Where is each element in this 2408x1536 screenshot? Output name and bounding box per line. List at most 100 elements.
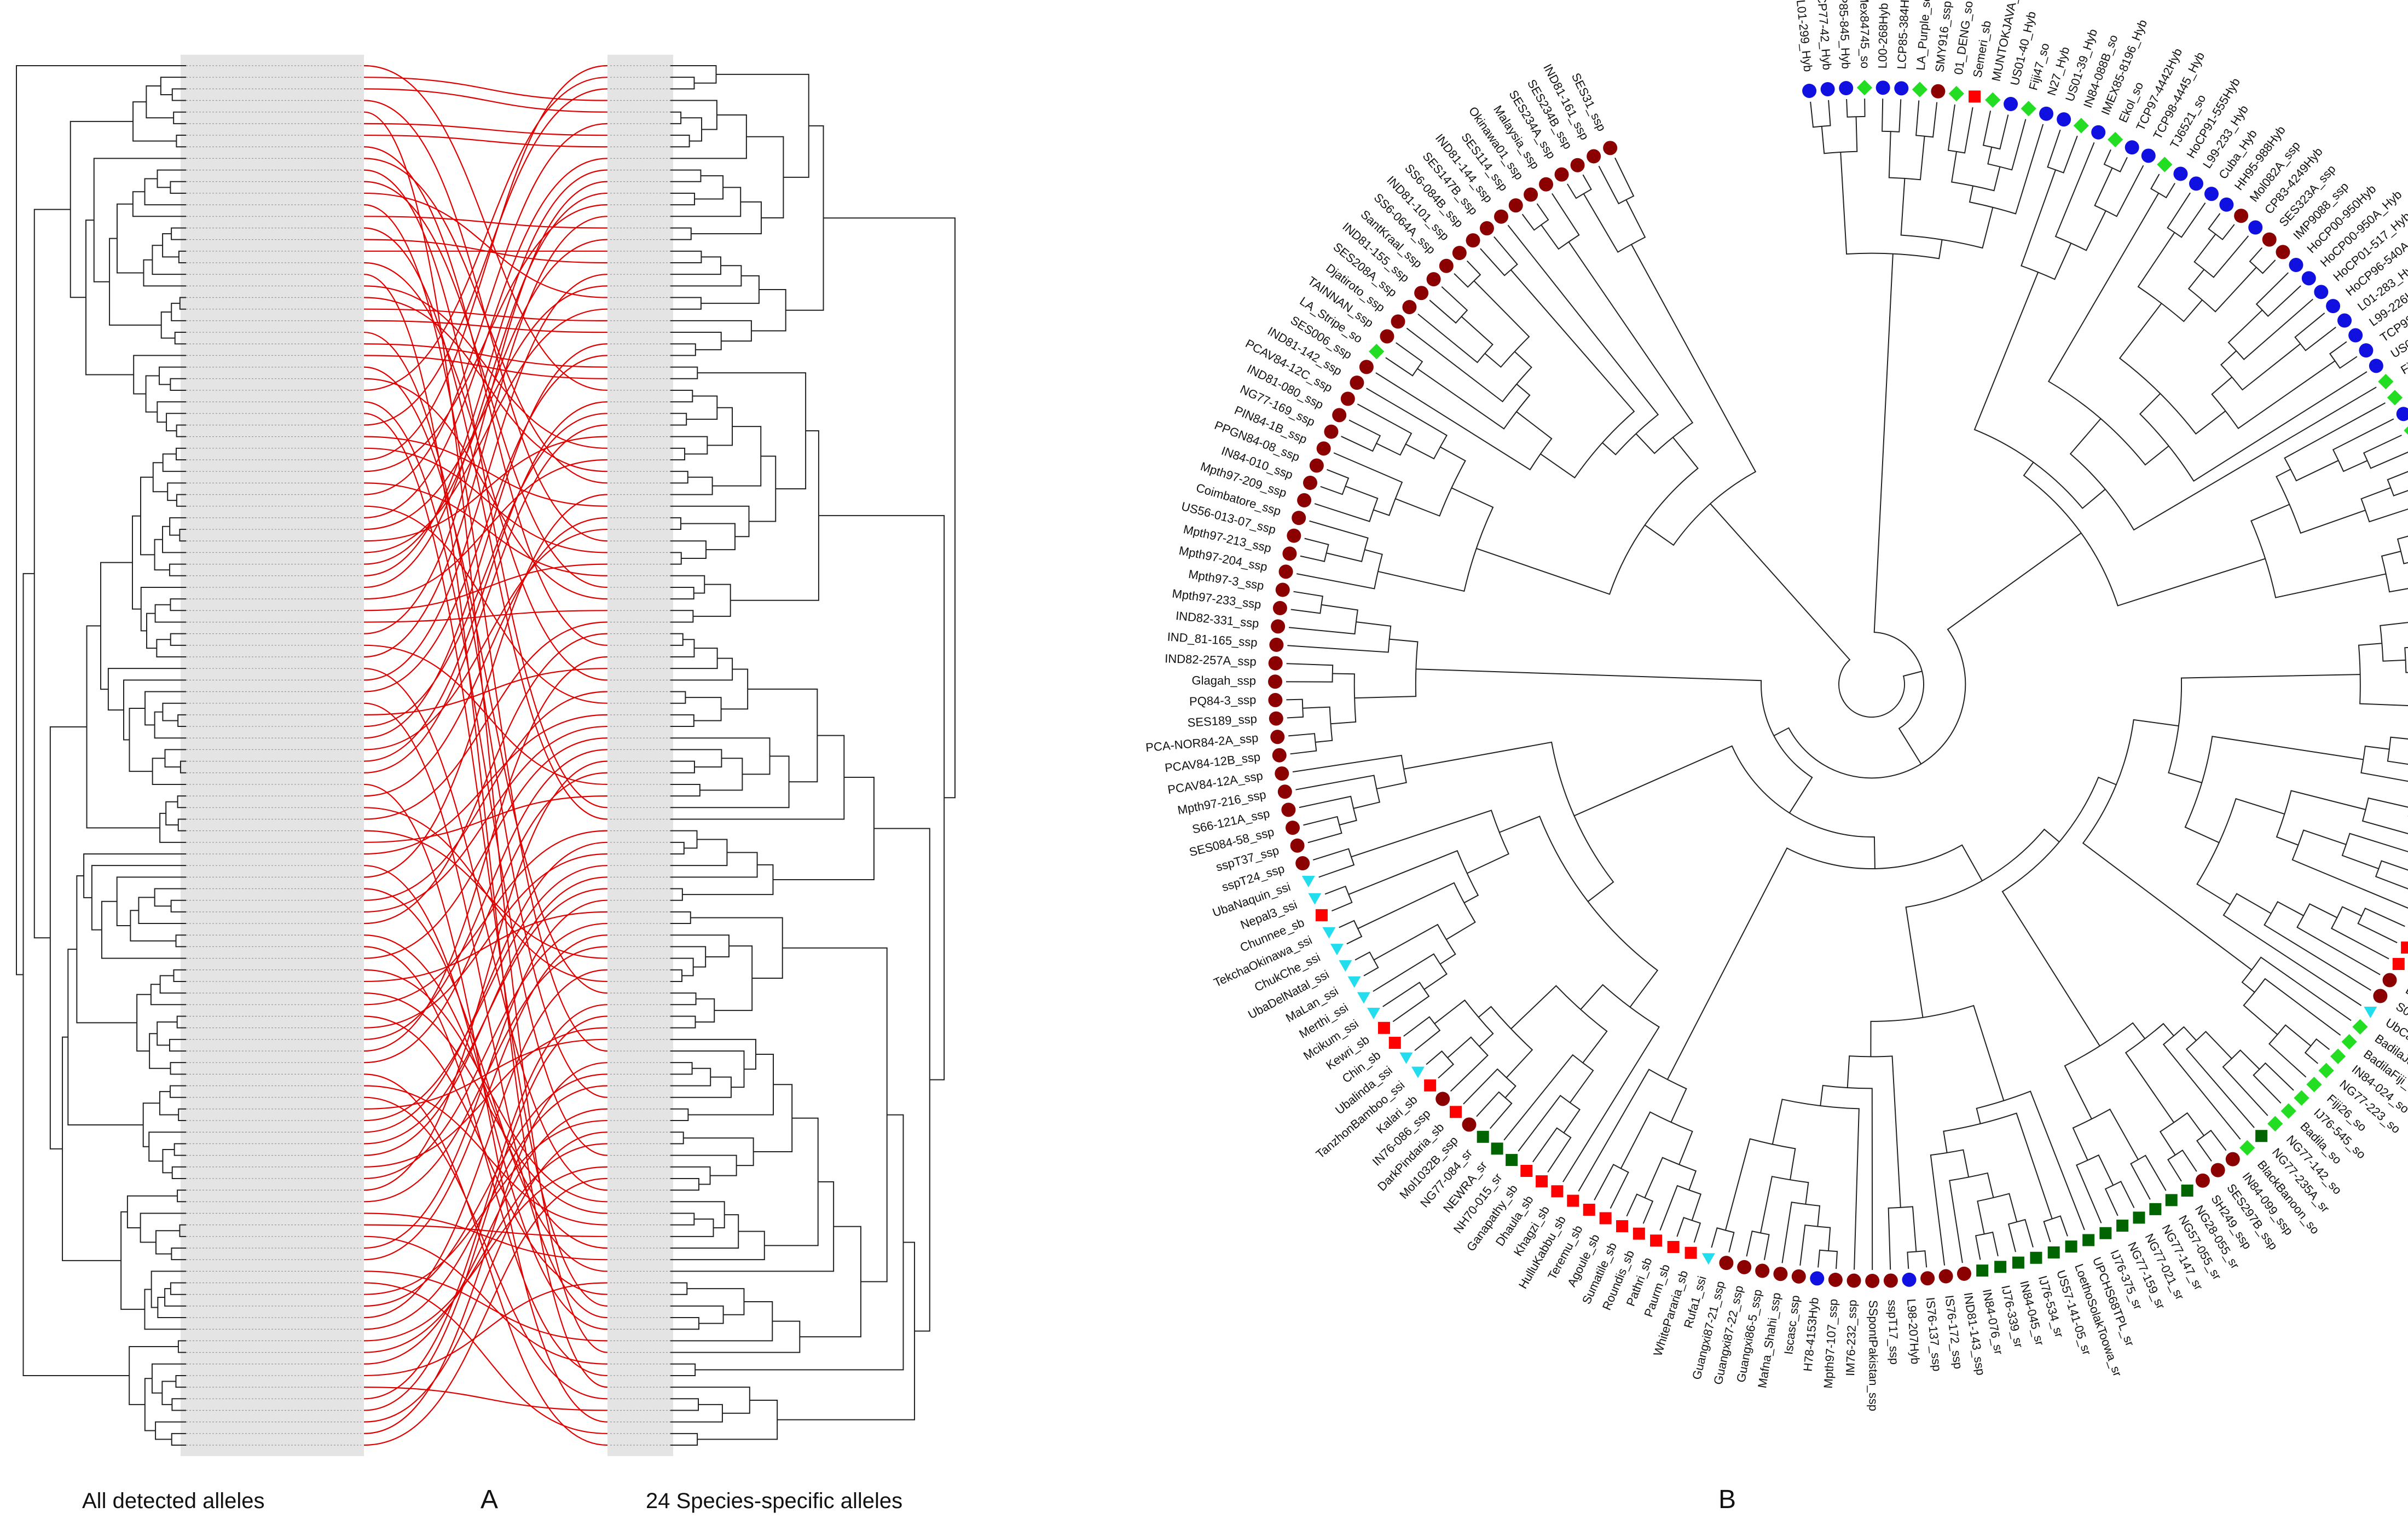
tree-branch (2358, 643, 2408, 707)
leaf-marker (1411, 1066, 1425, 1078)
tree-branch (155, 1230, 180, 1255)
tree-branch (1417, 313, 1494, 363)
tree-branch (670, 783, 701, 797)
tangle-line (363, 841, 608, 1133)
tree-branch (1480, 236, 1518, 276)
tree-branch (1598, 157, 1635, 205)
tree-branch (721, 668, 749, 710)
tree-branch (157, 1021, 177, 1046)
tree-branch (180, 760, 186, 773)
tree-branch (2076, 1154, 2114, 1223)
tree-branch (670, 1433, 698, 1446)
tangle-line (363, 1224, 608, 1237)
tree-branch (670, 1067, 711, 1087)
leaf-marker (2133, 1211, 2145, 1224)
tree-branch (670, 320, 752, 342)
tangle-line (363, 992, 608, 1214)
tree-branch (2125, 1023, 2175, 1123)
tree-branch (670, 265, 742, 287)
tangle-line (363, 146, 608, 646)
tree-branch (171, 1166, 186, 1179)
tangle-line (363, 239, 608, 565)
leaf-marker (2239, 1140, 2255, 1156)
leaf-marker (2262, 232, 2277, 247)
tree-branch (2294, 313, 2336, 351)
tree-branch (2130, 1154, 2167, 1200)
leaf-marker (1599, 1212, 1612, 1225)
leaf-label: L00-268Hyb (1876, 3, 1890, 68)
tangle-line (363, 413, 608, 1307)
tree-branch (693, 584, 731, 617)
tree-branch (2220, 343, 2301, 391)
tangle-line (363, 1282, 608, 1377)
leaf-marker (1282, 546, 1297, 561)
tree-branch (1594, 1164, 1629, 1209)
tangle-line (363, 123, 608, 495)
leaf-marker (1912, 82, 1928, 97)
leaf-label: Mex84745_so (1857, 0, 1872, 68)
tree-branch (2375, 860, 2408, 890)
tree-branch (159, 812, 186, 843)
tree-branch (670, 1050, 745, 1088)
tree-branch (670, 1201, 725, 1228)
tree-branch (2094, 165, 2144, 217)
tree-branch (1286, 698, 1304, 719)
tree-branch (2139, 371, 2368, 482)
tree-branch (2255, 272, 2301, 317)
tree-branch (1351, 810, 1509, 874)
leaf-marker (1506, 1154, 1518, 1167)
tree-branch (2243, 978, 2341, 1036)
tangle-line (363, 88, 608, 426)
tree-branch (1644, 1157, 1697, 1198)
tree-branch (670, 505, 750, 538)
tree-branch (1711, 1227, 1735, 1252)
tree-branch (126, 1195, 178, 1228)
leaf-marker (1287, 528, 1301, 543)
tree-branch (100, 562, 132, 690)
tree-branch (2168, 674, 2360, 783)
tree-branch (670, 77, 695, 90)
tree-branch (670, 1154, 737, 1176)
tree-branch (167, 482, 186, 501)
tree-branch (1314, 486, 1379, 522)
tree-branch (149, 1033, 171, 1069)
leaf-marker (2195, 1173, 2210, 1188)
tangle-line (363, 633, 608, 925)
tree-branch (670, 1387, 750, 1414)
leaf-marker (2057, 112, 2071, 127)
tree-branch (1578, 1069, 1687, 1192)
leaf-marker (1309, 458, 1324, 473)
leaf-marker (2337, 313, 2352, 328)
tree-branch (670, 100, 717, 130)
tree-branch (16, 65, 186, 975)
tangle-line (363, 134, 608, 148)
leaf-marker (1380, 329, 1394, 344)
tangle-line (363, 1166, 608, 1342)
tree-branch (1463, 1068, 1516, 1105)
tree-branch (1810, 100, 1831, 128)
leaf-marker (2149, 1203, 2162, 1215)
tree-branch (681, 523, 736, 551)
tangle-line (363, 494, 608, 878)
tangle-line (363, 1271, 608, 1342)
tree-branch (1510, 269, 1635, 479)
tree-branch (91, 865, 186, 931)
leaf-marker (2255, 1130, 2268, 1142)
tree-branch (1348, 850, 1479, 904)
leaf-marker (2091, 125, 2106, 140)
leaf-marker (1551, 1185, 1564, 1198)
tree-branch (1292, 754, 1407, 790)
tree-branch (33, 209, 71, 939)
tangle-line (363, 505, 608, 704)
tangle-line (363, 517, 608, 797)
tree-branch (138, 897, 186, 925)
tangle-line (363, 876, 608, 1156)
leaf-marker (1894, 81, 1909, 96)
tree-branch (1476, 1091, 1513, 1129)
tree-branch (686, 395, 718, 420)
tree-branch (2227, 298, 2313, 360)
tree-branch (670, 610, 694, 623)
tree-branch (2361, 797, 2408, 834)
leaf-marker (2021, 101, 2036, 117)
leaf-marker (2280, 1103, 2296, 1119)
